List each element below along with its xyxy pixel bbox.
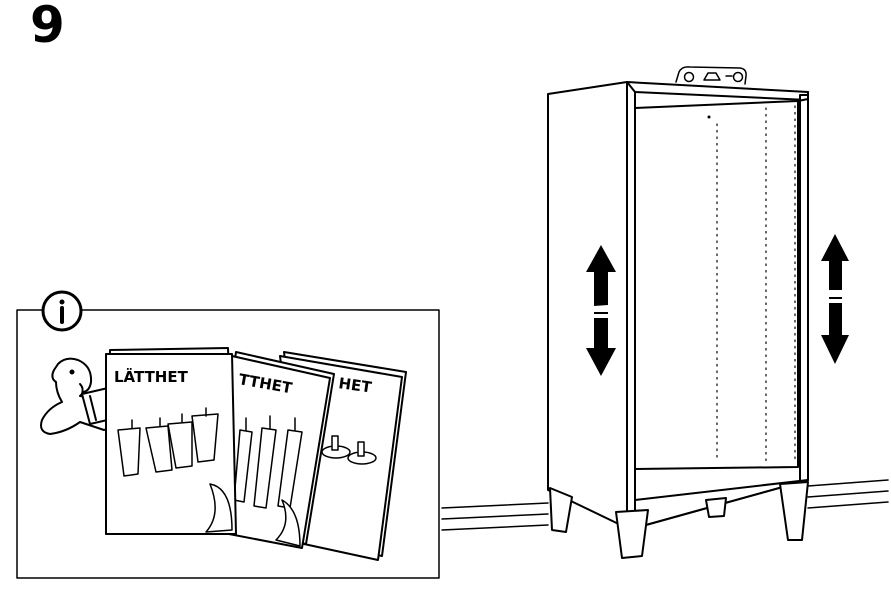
booklet-title: LÄTTHET (114, 367, 189, 386)
booklet: LÄTTHET (105, 347, 237, 535)
cabinet-legs (549, 481, 809, 559)
step-number: 9 (30, 0, 65, 54)
info-panel: HET TTHET (16, 290, 440, 579)
info-icon (41, 290, 83, 332)
adjust-height-arrow-icon (821, 234, 849, 364)
wall-baseboard (441, 479, 889, 531)
wall-bracket (675, 66, 747, 85)
shelf-pin-holes (716, 105, 796, 463)
adjust-height-arrow-icon (586, 245, 616, 376)
booklet-title: HET (337, 374, 373, 397)
booklet: TTHET (207, 351, 335, 549)
cabinet-frame (547, 66, 809, 559)
